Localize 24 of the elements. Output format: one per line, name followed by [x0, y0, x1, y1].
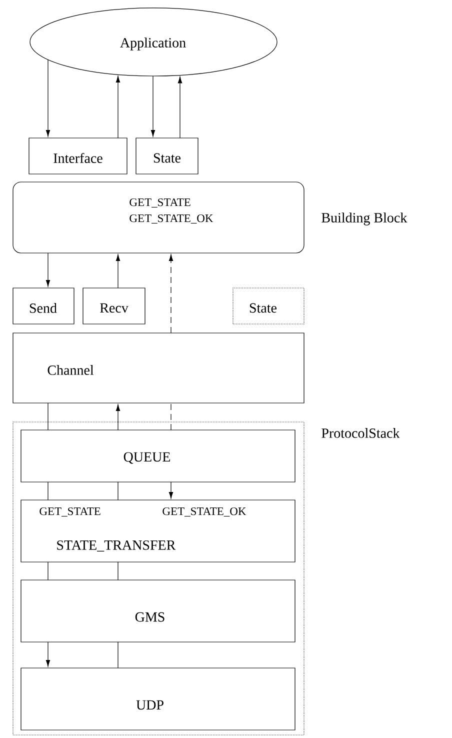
arrow [168, 254, 174, 334]
arrow [116, 254, 120, 288]
connector-line [170, 402, 172, 430]
protocol-layer-box: QUEUE [20, 430, 296, 482]
component-box: Interface [28, 138, 128, 174]
arrow [46, 252, 50, 287]
arrow [116, 404, 120, 430]
arrow [46, 59, 50, 137]
building-block-box: GET_STATE GET_STATE_OK [12, 182, 304, 254]
arrow [168, 482, 174, 499]
arrow [150, 76, 156, 137]
protocol-layer-box: UDP [20, 668, 296, 730]
protocol-layer-box: GMS [20, 580, 296, 642]
arrow [178, 76, 182, 138]
component-box: Send [12, 288, 74, 324]
arrow [116, 76, 120, 138]
component-box: Recv [82, 288, 146, 324]
state-box: State [232, 288, 304, 324]
channel-box: Channel [12, 332, 304, 404]
component-box: State [136, 138, 198, 174]
group-label: Building Block [322, 212, 408, 226]
group-label: ProtocolStack [322, 428, 400, 438]
arrow [46, 642, 50, 667]
protocol-layer-box: GET_STATE GET_STATE_OK STATE_TRANSFER [20, 500, 296, 562]
